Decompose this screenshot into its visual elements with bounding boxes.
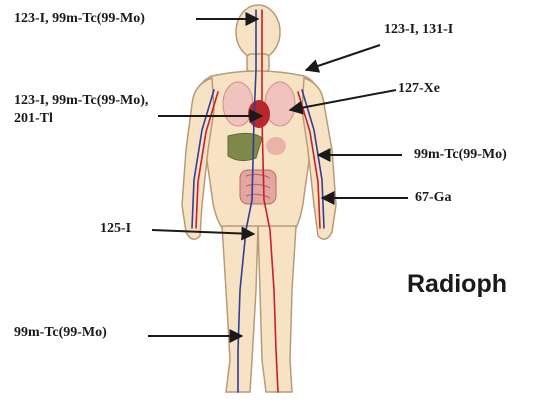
liver [228, 133, 262, 160]
right-lung [265, 82, 295, 126]
head [236, 5, 280, 59]
arrow-thyroid [306, 45, 380, 70]
label-leg: 99m-Tc(99-Mo) [14, 324, 107, 341]
label-heart-line2: 201-Tl [14, 110, 53, 127]
label-thyroid: 123-I, 131-I [384, 21, 453, 38]
heart [248, 100, 270, 128]
left-lung [223, 82, 253, 126]
label-head: 123-I, 99m-Tc(99-Mo) [14, 10, 145, 27]
label-lung: 127-Xe [398, 80, 440, 97]
stomach [266, 137, 286, 155]
label-heart-line1: 123-I, 99m-Tc(99-Mo), [14, 92, 148, 109]
label-bone: 99m-Tc(99-Mo) [414, 146, 507, 163]
side-title: Radioph [407, 270, 507, 299]
label-blood: 125-I [100, 220, 131, 237]
label-soft-tissue: 67-Ga [415, 189, 452, 206]
neck [247, 54, 269, 72]
